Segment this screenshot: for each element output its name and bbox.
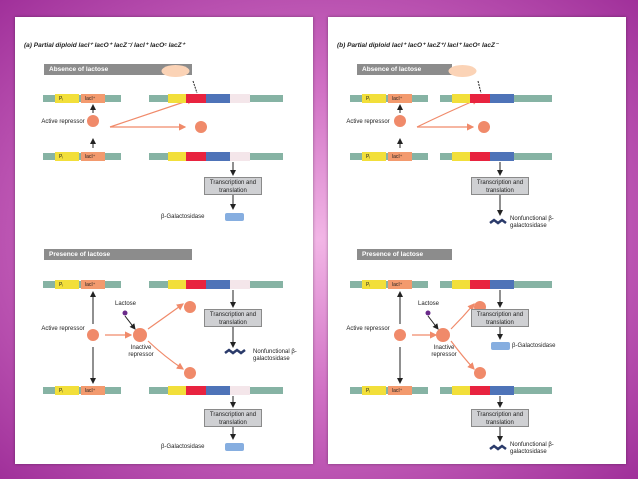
polymerase-icon-b (448, 65, 477, 77)
b-gal-label-b: β-Galactosidase (512, 343, 556, 349)
pi-label-b2: Pᵢ (366, 154, 371, 160)
operon-dna-b2 (440, 152, 552, 161)
panel-a-title: (a) Partial diploid lacI⁺ lacO⁺ lacZ⁻/ l… (24, 42, 186, 49)
panel-b-title: (b) Partial diploid lacI⁺ lacO⁺ lacZ⁺/ l… (337, 42, 499, 49)
nonfunctional-label: Nonfunctional β-galactosidase (253, 349, 297, 362)
polymerase-icon (161, 65, 190, 77)
transcription-box-1: Transcription and translation (204, 177, 262, 195)
transcription-box-b1: Transcription and translation (471, 177, 529, 195)
transcription-box-b2: Transcription and translation (471, 309, 529, 327)
laci-label-b2: lacI⁺ (392, 154, 403, 160)
active-repressor-label-b2: Active repressor (346, 326, 390, 332)
active-repressor-icon-2 (87, 329, 99, 341)
panel-a: (a) Partial diploid lacI⁺ lacO⁺ lacZ⁻/ l… (15, 17, 313, 464)
regulatory-dna-b3 (350, 280, 428, 289)
transcription-box-2: Transcription and translation (204, 309, 262, 327)
regulatory-dna-b2 (350, 152, 428, 161)
pi-label-2: Pᵢ (59, 154, 64, 160)
laci-label-b3: lacI⁺ (392, 282, 403, 288)
b-gal-product-icon (225, 213, 244, 221)
laci-label-b1: lacI⁺ (392, 96, 403, 102)
b-gal-product-icon-2 (225, 443, 244, 451)
active-repressor-label-b: Active repressor (346, 119, 390, 125)
pi-label-b3: Pᵢ (366, 282, 371, 288)
laci-label-b4: lacI⁺ (392, 388, 403, 394)
operon-dna-b1 (440, 94, 552, 103)
pi-label-1: Pᵢ (59, 96, 64, 102)
pi-label-b4: Pᵢ (366, 388, 371, 394)
nonfunctional-protein-icon (224, 348, 246, 355)
regulatory-dna-2 (43, 152, 121, 161)
operon-dna-b4 (440, 386, 552, 395)
repressor-bound-icon (195, 121, 207, 133)
regulatory-dna-4 (43, 386, 121, 395)
lactose-icon-b (425, 310, 431, 316)
laci-label-3: lacI⁺ (85, 282, 96, 288)
lactose-label-b: Lactose (418, 301, 440, 307)
pi-label-4: Pᵢ (59, 388, 64, 394)
laci-label-4: lacI⁺ (85, 388, 96, 394)
pi-label-3: Pᵢ (59, 282, 64, 288)
presence-of-lactose-header: Presence of lactose (44, 249, 192, 260)
operon-dna-4 (149, 386, 283, 395)
active-repressor-icon (87, 115, 99, 127)
panel-a-diagram (43, 65, 283, 451)
nonfunctional-protein-icon-b2 (489, 444, 507, 451)
active-repressor-icon-b2 (394, 329, 406, 341)
operon-dna-3 (149, 280, 283, 289)
nonfunctional-label-b2: Nonfunctional β-galactosidase (510, 442, 554, 455)
regulatory-dna-3 (43, 280, 121, 289)
lactose-icon (122, 310, 128, 316)
nonfunctional-label-b1: Nonfunctional β-galactosidase (510, 216, 554, 229)
lactose-label: Lactose (115, 301, 137, 307)
presence-of-lactose-header-b: Presence of lactose (357, 249, 452, 260)
absence-of-lactose-header: Absence of lactose (44, 64, 192, 75)
operon-dna-b3 (440, 280, 552, 289)
regulatory-dna-b4 (350, 386, 428, 395)
panel-b: (b) Partial diploid lacI⁺ lacO⁺ lacZ⁺/ l… (328, 17, 626, 464)
laci-label-1: lacI⁺ (85, 96, 96, 102)
pi-label-b1: Pᵢ (366, 96, 371, 102)
inactive-repressor-icon (133, 328, 147, 342)
transcription-box-b3: Transcription and translation (471, 409, 529, 427)
absence-of-lactose-header-b: Absence of lactose (357, 64, 452, 75)
inactive-repressor-label-b: Inactive repressor (431, 345, 457, 358)
operon-dna-1 (149, 94, 283, 103)
active-repressor-label-2: Active repressor (41, 326, 85, 332)
regulatory-dna-1 (43, 94, 121, 103)
active-repressor-label: Active repressor (41, 119, 85, 125)
transcription-box-3: Transcription and translation (204, 409, 262, 427)
inactive-repressor-icon-b (436, 328, 450, 342)
panel-b-diagram (350, 65, 552, 451)
operon-dna-2 (149, 152, 283, 161)
repressor-bound-icon-b (478, 121, 490, 133)
active-repressor-icon-b (394, 115, 406, 127)
b-gal-label-2: β-Galactosidase (161, 444, 205, 450)
b-gal-label-1: β-Galactosidase (161, 214, 205, 220)
regulatory-dna-b1 (350, 94, 428, 103)
b-gal-product-icon-b (491, 342, 510, 350)
inactive-repressor-label: Inactive repressor (128, 345, 154, 358)
laci-label-2: lacI⁺ (85, 154, 96, 160)
nonfunctional-protein-icon-b (489, 218, 507, 225)
